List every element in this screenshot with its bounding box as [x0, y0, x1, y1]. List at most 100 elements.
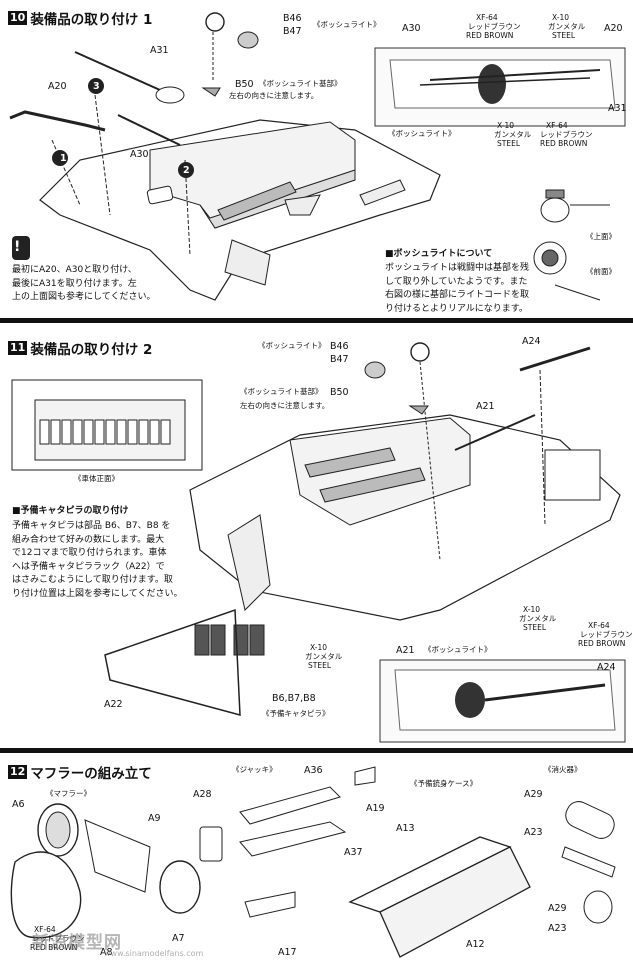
step-11-part-a24: A24: [522, 336, 541, 347]
step-11-title: 装備品の取り付け 2: [30, 342, 153, 358]
step-10-circle-1: 1: [60, 153, 67, 164]
paint-xf64-jp: レッドブラウン: [468, 22, 521, 31]
about-bosch-text: ボッシュライトは戦闘中は基部を残 して取り外していたようです。また 右図の様に基…: [385, 263, 530, 314]
paint-xf64-b-jp: レッドブラウン: [540, 130, 593, 139]
paint-xf64-b: XF-64: [546, 121, 568, 130]
step-11-paint-xf64-jp: レッドブラウン: [580, 630, 633, 639]
step-11-part-b47: B47: [330, 354, 349, 365]
step-10-diagram: [0, 0, 633, 318]
step-12-paint-xf64: XF-64: [34, 925, 56, 934]
part-a13: A13: [396, 823, 415, 834]
part-a6: A6: [12, 799, 25, 810]
part-a12: A12: [466, 939, 485, 950]
warning-icon: !: [14, 239, 21, 255]
step-12-diagram: [0, 752, 633, 967]
bosch-light-label: 《ボッシュライト》: [313, 20, 381, 29]
step-12-number: 12: [8, 765, 28, 779]
inset-part-a30: A30: [402, 23, 421, 34]
top-view-label: 《上面》: [586, 232, 616, 241]
step-11-paint-xf64: XF-64: [588, 621, 610, 630]
barrel-case-label: 《予備銃身ケース》: [410, 779, 478, 788]
watermark: 新浪模型网: [32, 933, 122, 953]
step-11-paint-x10b-jp: ガンメタル: [519, 614, 557, 623]
step-11-inset-a24: A24: [597, 662, 616, 673]
part-a7: A7: [172, 933, 185, 944]
part-a36: A36: [304, 765, 323, 776]
step-10-title: 装備品の取り付け 1: [30, 12, 153, 28]
step-11-part-b46: B46: [330, 341, 349, 352]
muffler-label: 《マフラー》: [46, 789, 91, 798]
part-a17: A17: [278, 947, 297, 958]
part-a28: A28: [193, 789, 212, 800]
part-a20: A20: [48, 81, 67, 92]
step-12: 12 マフラーの組み立て 《マフラー》 A6 A9 A8: [0, 752, 633, 967]
step-10-number: 10: [8, 11, 28, 25]
step-11-b50-note: 左右の向きに注意します。: [240, 401, 330, 410]
part-b50-desc: 《ボッシュライト基部》: [259, 79, 342, 88]
paint-x10-b: X-10: [497, 121, 515, 130]
part-a19: A19: [366, 803, 385, 814]
part-a8: A8: [100, 947, 113, 958]
step-10-header: 10 装備品の取り付け 1: [8, 8, 152, 28]
paint-xf64-b-en: RED BROWN: [540, 139, 588, 148]
inset-bosch-label: 《ボッシュライト》: [388, 129, 456, 138]
step-12-header: 12 マフラーの組み立て: [8, 762, 152, 782]
step-11-paint-x10b: X-10: [523, 605, 541, 614]
part-b46: B46: [283, 13, 302, 24]
step-11-inset-a21: A21: [396, 645, 415, 656]
part-a23: A23: [524, 827, 543, 838]
part-a9: A9: [148, 813, 161, 824]
step-11-bosch-base-label: 《ボッシュライト基部》: [240, 387, 323, 396]
watermark-url: www.sinamodelfans.com: [104, 949, 204, 958]
part-b47: B47: [283, 26, 302, 37]
inset-part-a20: A20: [604, 23, 623, 34]
paint-x10-b-jp: ガンメタル: [494, 130, 532, 139]
part-b50: B50: [235, 79, 254, 90]
step-11-paint-x10-en: STEEL: [308, 661, 331, 670]
spare-track-title: ■予備キャタピラの取り付け: [12, 506, 129, 516]
step-11-inset-bosch: 《ボッシュライト》: [424, 645, 492, 654]
step-11-bosch-label: 《ボッシュライト》: [258, 341, 326, 350]
step-10-circle-3: 3: [93, 81, 100, 92]
about-bosch-title: ■ボッシュライトについて: [385, 249, 493, 259]
silencer-label: 《消火器》: [544, 765, 582, 774]
step-11: 11 装備品の取り付け 2: [0, 320, 633, 748]
step-10-warning-text: 最初にA20、A30と取り付け、 最後にA31を取り付けます。左 上の上面図も参…: [12, 265, 156, 302]
step-12-paint-xf64-en: RED BROWN: [30, 943, 78, 952]
part-a29: A29: [524, 789, 543, 800]
step-11-part-b678: B6,B7,B8: [272, 693, 316, 704]
paint-x10: X-10: [552, 13, 570, 22]
paint-x10-jp: ガンメタル: [548, 22, 586, 31]
step-11-paint-x10-jp: ガンメタル: [305, 652, 343, 661]
step-12-paint-xf64-jp: レッドブラウン: [32, 934, 85, 943]
step-10: 10 装備品の取り付け 1: [0, 0, 633, 318]
step-11-part-b50: B50: [330, 387, 349, 398]
paint-x10-en: STEEL: [552, 31, 575, 40]
part-a30: A30: [130, 149, 149, 160]
part-b50-note: 左右の向きに注意します。: [229, 91, 319, 100]
part-a37: A37: [344, 847, 363, 858]
inset-part-a31: A31: [608, 103, 627, 114]
step-11-number: 11: [8, 341, 28, 355]
hull-front-label: 《車体正面》: [74, 474, 119, 483]
spare-track-text: 予備キャタピラは部品 B6、B7、B8 を 組み合わせて好みの数にします。最大 …: [12, 521, 183, 599]
step-11-part-a22: A22: [104, 699, 123, 710]
paint-xf64: XF-64: [476, 13, 498, 22]
step-12-title: マフラーの組み立て: [30, 766, 152, 782]
step-11-paint-x10b-en: STEEL: [523, 623, 546, 632]
paint-x10-b-en: STEEL: [497, 139, 520, 148]
step-10-circle-2: 2: [183, 165, 190, 176]
divider-1: [0, 318, 633, 323]
part-a29-b: A29: [548, 903, 567, 914]
jack-label: 《ジャッキ》: [232, 765, 277, 774]
paint-xf64-en: RED BROWN: [466, 31, 514, 40]
step-11-header: 11 装備品の取り付け 2: [8, 338, 152, 358]
step-11-diagram: [0, 320, 633, 748]
step-11-paint-xf64-en: RED BROWN: [578, 639, 626, 648]
part-a23-b: A23: [548, 923, 567, 934]
divider-2: [0, 748, 633, 753]
spare-track-label: 《予備キャタピラ》: [262, 709, 330, 718]
step-11-part-a21: A21: [476, 401, 495, 412]
part-a31: A31: [150, 45, 169, 56]
step-11-paint-x10: X-10: [310, 643, 328, 652]
